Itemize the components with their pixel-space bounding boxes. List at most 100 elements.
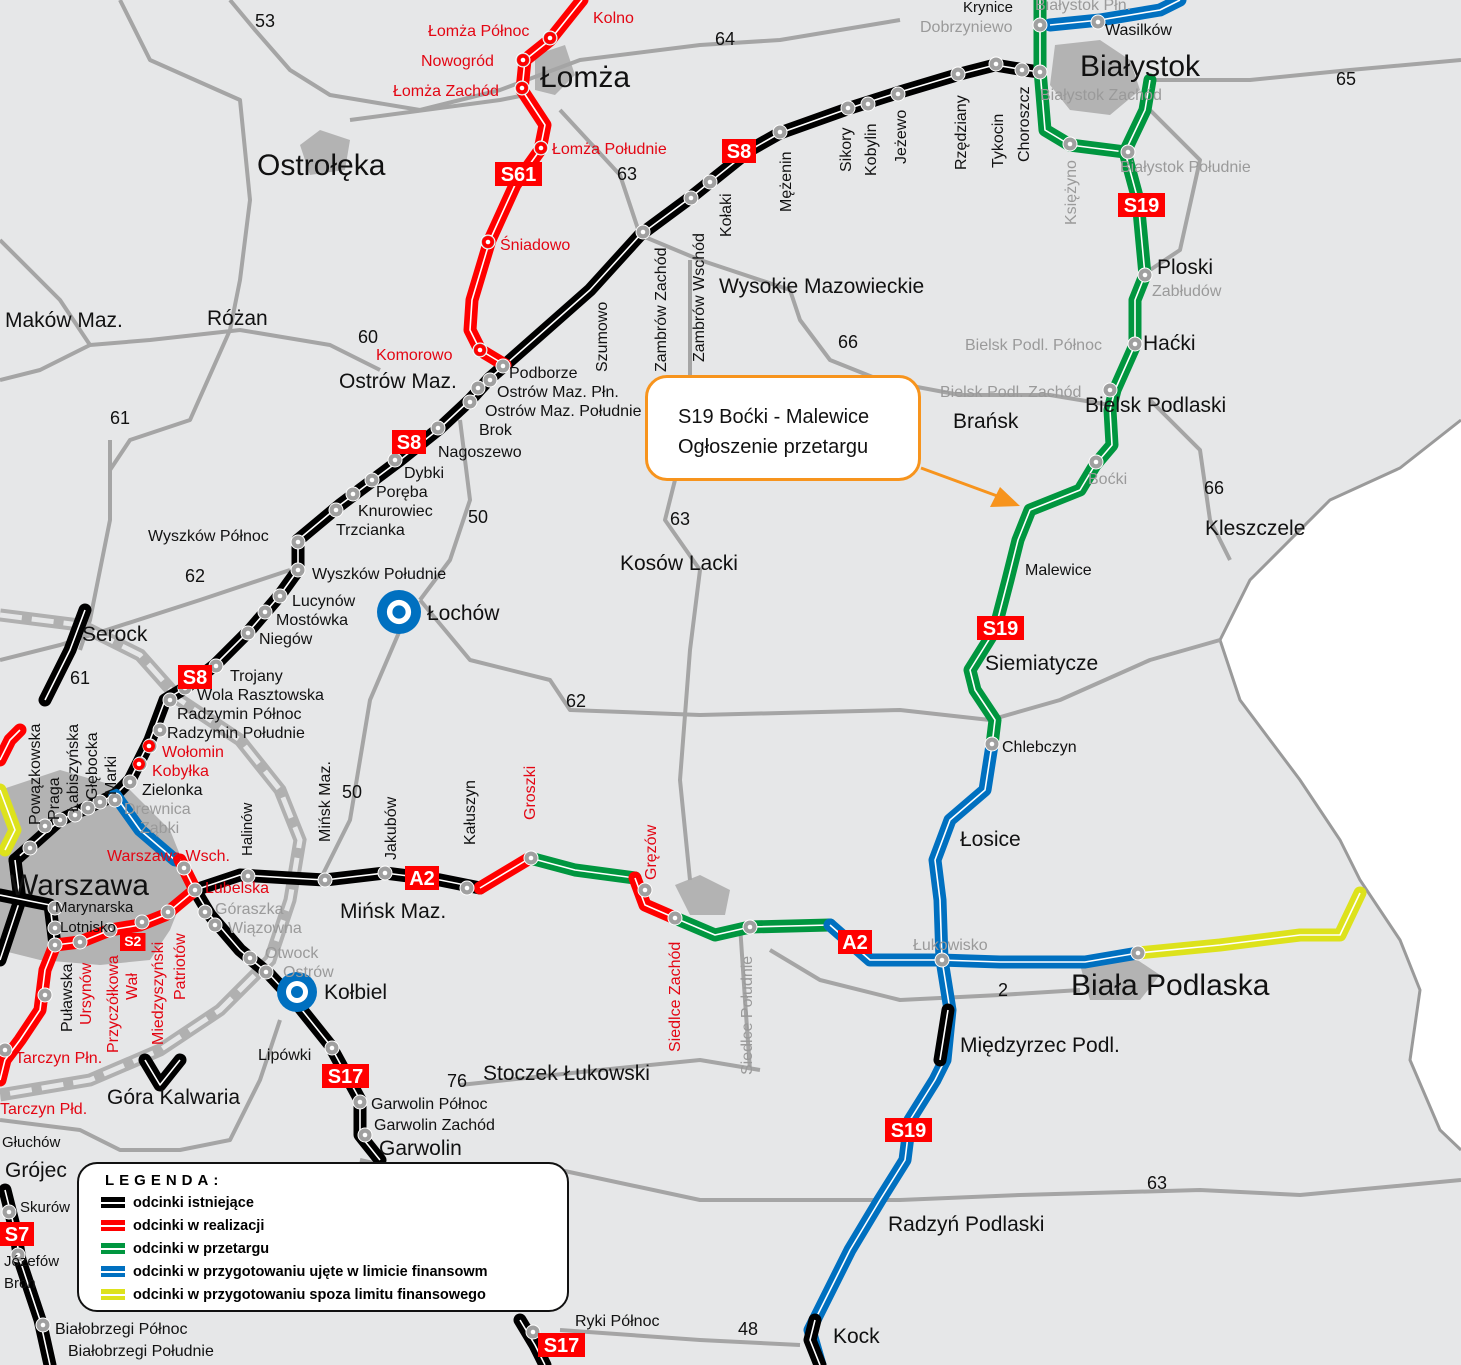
interchange-node[interactable] xyxy=(92,794,108,810)
interchange-node[interactable] xyxy=(1137,267,1153,283)
interchange-node[interactable] xyxy=(1090,14,1106,30)
interchange-node[interactable] xyxy=(1102,382,1118,398)
interchange-node[interactable] xyxy=(525,1324,541,1340)
interchange-node[interactable] xyxy=(52,812,68,828)
interchange-node[interactable] xyxy=(387,452,403,468)
interchange-node[interactable] xyxy=(984,736,1000,752)
place-label: Zambrów Wschód xyxy=(691,233,708,362)
interchange-node[interactable] xyxy=(523,850,539,866)
place-label: 63 xyxy=(617,164,637,184)
interchange-node[interactable] xyxy=(242,950,258,966)
route-badge: S17 xyxy=(538,1333,585,1357)
interchange-node[interactable] xyxy=(772,124,788,140)
interchange-node[interactable] xyxy=(37,818,53,834)
interchange-node[interactable] xyxy=(1120,144,1136,160)
place-label: Ostrów Maz. Południe xyxy=(485,403,642,420)
interchange-node[interactable] xyxy=(317,872,333,888)
interchange-node[interactable] xyxy=(462,394,478,410)
place-label: Powązkowska xyxy=(27,724,44,825)
interchange-node-in-realization[interactable] xyxy=(482,236,494,248)
interchange-node[interactable] xyxy=(1130,945,1146,961)
interchange-node[interactable] xyxy=(47,920,63,936)
interchange-node[interactable] xyxy=(37,987,53,1003)
interchange-node[interactable] xyxy=(328,502,344,518)
interchange-node[interactable] xyxy=(1014,62,1030,78)
interchange-node-in-realization[interactable] xyxy=(143,740,155,752)
interchange-node[interactable] xyxy=(667,910,683,926)
place-label: Biała Podlaska xyxy=(1071,969,1270,1002)
interchange-node[interactable] xyxy=(430,420,446,436)
interchange-node[interactable] xyxy=(107,792,123,808)
interchange-node[interactable] xyxy=(176,860,192,876)
interchange-node[interactable] xyxy=(47,937,63,953)
place-label: Józefów xyxy=(4,1253,59,1270)
legend-swatch xyxy=(101,1266,125,1277)
interchange-node[interactable] xyxy=(1032,64,1048,80)
interchange-node[interactable] xyxy=(102,922,118,938)
interchange-node[interactable] xyxy=(35,1317,51,1333)
interchange-node[interactable] xyxy=(1127,336,1143,352)
place-label: Radzymin Północ xyxy=(177,706,302,723)
interchange-node[interactable] xyxy=(890,86,906,102)
interchange-node[interactable] xyxy=(495,358,511,374)
interchange-node[interactable] xyxy=(364,472,380,488)
interchange-node[interactable] xyxy=(72,934,88,950)
interchange-node[interactable] xyxy=(272,588,288,604)
interchange-node[interactable] xyxy=(1062,136,1078,152)
interchange-node[interactable] xyxy=(840,100,856,116)
interchange-node[interactable] xyxy=(187,882,203,898)
interchange-node[interactable] xyxy=(324,1040,340,1056)
interchange-node[interactable] xyxy=(683,190,699,206)
route-a2-red-1 xyxy=(473,851,537,895)
interchange-node[interactable] xyxy=(742,919,758,935)
interchange-node[interactable] xyxy=(482,372,498,388)
interchange-node[interactable] xyxy=(134,914,150,930)
interchange-node[interactable] xyxy=(67,807,83,823)
route-badge: S8 xyxy=(392,430,426,454)
interchange-node[interactable] xyxy=(637,882,653,898)
interchange-node-in-realization[interactable] xyxy=(544,32,556,44)
interchange-node-in-realization[interactable] xyxy=(474,344,486,356)
interchange-node[interactable] xyxy=(635,224,651,240)
interchange-node[interactable] xyxy=(152,722,168,738)
route-a2-east xyxy=(1131,886,1367,960)
interchange-node[interactable] xyxy=(1088,454,1104,470)
interchange-node[interactable] xyxy=(240,625,256,641)
place-label: Boćki xyxy=(1088,471,1127,488)
interchange-node[interactable] xyxy=(257,604,273,620)
interchange-node[interactable] xyxy=(988,56,1004,72)
interchange-node[interactable] xyxy=(197,904,213,920)
interchange-node[interactable] xyxy=(290,562,306,578)
interchange-node[interactable] xyxy=(934,952,950,968)
interchange-node[interactable] xyxy=(258,964,274,980)
interchange-node[interactable] xyxy=(240,868,256,884)
place-label: Tarczyn Płd. xyxy=(0,1101,87,1118)
interchange-node[interactable] xyxy=(10,1247,26,1263)
interchange-node[interactable] xyxy=(207,917,223,933)
interchange-node-in-realization[interactable] xyxy=(133,758,145,770)
interchange-node[interactable] xyxy=(122,774,138,790)
interchange-node[interactable] xyxy=(80,800,96,816)
interchange-node-in-realization[interactable] xyxy=(535,142,547,154)
interchange-node[interactable] xyxy=(0,1042,13,1058)
interchange-node[interactable] xyxy=(290,534,306,550)
interchange-node[interactable] xyxy=(470,380,486,396)
interchange-node[interactable] xyxy=(860,96,876,112)
interchange-node-in-realization[interactable] xyxy=(517,54,529,66)
interchange-node[interactable] xyxy=(459,880,475,896)
interchange-node[interactable] xyxy=(345,486,361,502)
interchange-node-in-realization[interactable] xyxy=(516,82,528,94)
interchange-node[interactable] xyxy=(22,840,38,856)
interchange-node[interactable] xyxy=(160,904,176,920)
interchange-node[interactable] xyxy=(47,900,63,916)
interchange-node[interactable] xyxy=(352,1094,368,1110)
interchange-node[interactable] xyxy=(357,1127,373,1143)
interchange-node[interactable] xyxy=(702,174,718,190)
interchange-node[interactable] xyxy=(1,1204,17,1220)
interchange-node[interactable] xyxy=(377,865,393,881)
interchange-node[interactable] xyxy=(1032,17,1048,33)
interchange-node[interactable] xyxy=(162,692,178,708)
interchange-node[interactable] xyxy=(950,66,966,82)
